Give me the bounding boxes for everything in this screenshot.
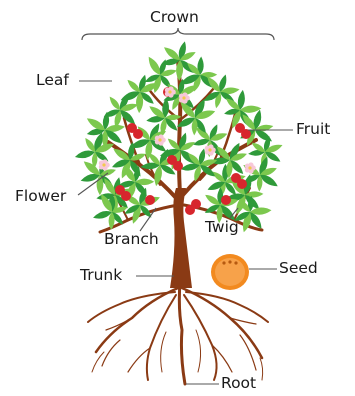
crown-label: Crown [150,10,199,26]
flower-center [102,163,105,166]
fruit-shape [173,161,183,171]
trunk-label: Trunk [80,268,122,284]
flower-label: Flower [15,189,66,205]
flower-center [182,96,185,99]
trunk [170,188,192,288]
flower-center [158,138,161,141]
fruit-shape [185,205,195,215]
roots [88,282,268,384]
fruit-label: Fruit [296,122,330,138]
seed-label: Seed [279,261,318,277]
flower-center [248,166,251,169]
twig-label: Twig [205,220,239,236]
fruit-shape [133,129,143,139]
leaf-label: Leaf [36,73,69,89]
fruit-shape [121,191,131,201]
root-label: Root [221,376,256,392]
crown-bracket [82,28,274,40]
branch-label: Branch [104,232,159,248]
fruit-shape [237,179,247,189]
flower-center [168,90,171,93]
fruit-shape [145,195,155,205]
flower-center [208,148,211,151]
fruit-shape [221,195,231,205]
seed-icon [211,254,249,290]
